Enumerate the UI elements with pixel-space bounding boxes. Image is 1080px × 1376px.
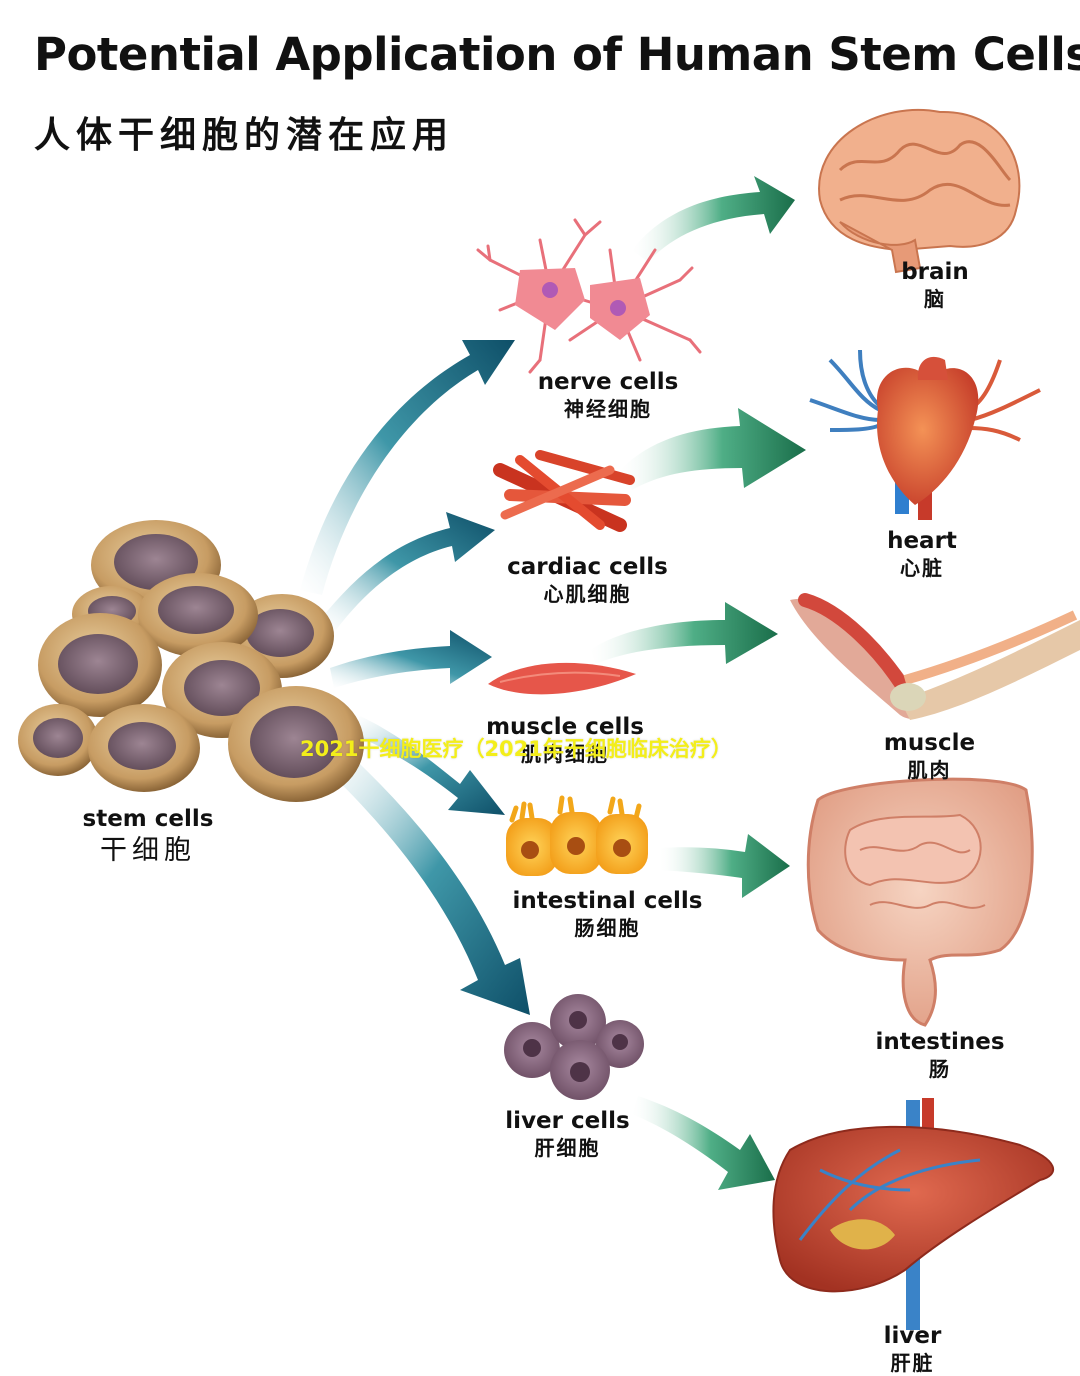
cell-label-cardiac: cardiac cells 心肌细胞 xyxy=(505,553,670,607)
muscle-cell-illustration xyxy=(488,662,636,695)
cell-label-en: cardiac cells xyxy=(507,554,668,580)
cell-label-en: nerve cells xyxy=(537,369,679,395)
arrow-stem-to-cardiac xyxy=(320,512,495,630)
intestinal-cells-illustration xyxy=(506,795,648,876)
organ-label-cn: 肠 xyxy=(929,1056,951,1081)
intestines-illustration xyxy=(806,777,1034,1027)
cell-label-intestinal: intestinal cells 肠细胞 xyxy=(505,887,710,941)
title-english: Potential Application of Human Stem Cell… xyxy=(34,28,1080,81)
stem-cells-label-en: stem cells xyxy=(82,806,214,832)
nerve-cell-bodies xyxy=(515,268,650,340)
organ-label-cn: 脑 xyxy=(924,286,946,311)
arrow-muscle-to-organ xyxy=(590,602,778,664)
cell-label-cn: 肠细胞 xyxy=(574,915,641,940)
arrow-nerve-to-brain xyxy=(632,176,795,262)
organ-label-en: heart xyxy=(887,528,957,554)
organ-label-heart: heart 心脏 xyxy=(872,527,972,581)
stem-cells-label-cn: 干细胞 xyxy=(100,834,196,866)
arrow-stem-to-liver xyxy=(322,745,530,1015)
liver-organ-illustration xyxy=(772,1098,1055,1330)
cardiac-cells-illustration xyxy=(493,450,635,532)
cell-label-cn: 肝细胞 xyxy=(534,1135,601,1160)
organ-label-en: liver xyxy=(883,1323,942,1349)
cell-label-cn: 心肌细胞 xyxy=(543,581,632,606)
organ-label-muscle: muscle 肌肉 xyxy=(872,729,987,783)
arrow-cardiac-to-heart xyxy=(620,408,806,490)
organ-label-liver: liver 肝脏 xyxy=(870,1322,955,1376)
heart-illustration xyxy=(809,349,1041,520)
arrow-stem-to-nerve xyxy=(300,340,515,595)
organ-label-en: muscle xyxy=(883,730,976,756)
organ-label-cn: 肌肉 xyxy=(907,757,952,782)
organ-label-cn: 肝脏 xyxy=(890,1350,935,1375)
muscle-organ-illustration xyxy=(790,593,1080,720)
stem-cells-label: stem cells 干细胞 xyxy=(78,805,218,868)
cell-label-cn: 神经细胞 xyxy=(564,396,652,421)
title-chinese: 人体干细胞的潜在应用 xyxy=(34,115,455,156)
arrow-stem-to-intestinal xyxy=(352,716,505,815)
cell-label-nerve: nerve cells 神经细胞 xyxy=(528,368,688,422)
arrow-intestinal-to-intestines xyxy=(660,834,790,898)
liver-cells-illustration xyxy=(504,994,644,1100)
organ-label-cn: 心脏 xyxy=(900,555,944,580)
arrow-liver-to-liver-organ xyxy=(632,1096,775,1190)
arrow-stem-to-muscle xyxy=(330,630,492,688)
cell-label-muscle: muscle cells 肌肉细胞 xyxy=(485,713,645,767)
cell-label-en: liver cells xyxy=(505,1108,630,1134)
cell-label-liver: liver cells 肝细胞 xyxy=(500,1107,635,1161)
organ-label-en: intestines xyxy=(875,1029,1005,1055)
stem-cell-cluster xyxy=(18,520,364,802)
cell-label-cn: 肌肉细胞 xyxy=(521,741,609,766)
organ-label-brain: brain 脑 xyxy=(885,258,985,312)
organ-label-intestines: intestines 肠 xyxy=(870,1028,1010,1082)
cell-label-en: intestinal cells xyxy=(512,888,703,914)
watermark-text: 2021干细胞医疗（2021年干细胞临床治疗） xyxy=(300,737,732,761)
brain-illustration xyxy=(818,108,1021,274)
cell-label-en: muscle cells xyxy=(486,714,644,740)
organ-label-en: brain xyxy=(901,259,969,285)
